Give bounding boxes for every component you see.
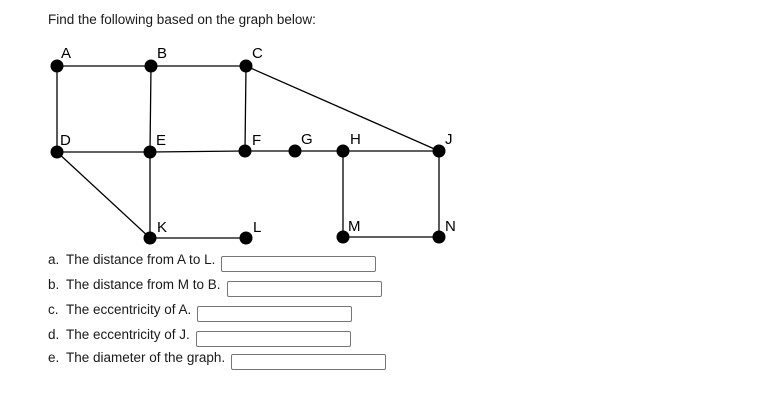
graph-edge-C-J [245,65,440,152]
graph-node-label-G: G [301,131,313,148]
graph-node-label-L: L [253,219,261,236]
question-row-b: b. The distance from M to B. [48,277,382,297]
graph-node-label-A: A [61,45,71,62]
graph-node-N [432,230,446,244]
graph-node-L [239,231,253,245]
question-marker-e: e. [48,350,60,365]
graph-node-K [143,231,157,245]
question-marker-c: c. [48,302,59,317]
answer-input-b[interactable] [226,281,382,297]
graph-node-label-H: H [350,131,361,148]
question-row-d: d. The eccentricity of J. [48,327,351,347]
graph-node-B [144,59,158,73]
graph-node-F [238,144,252,158]
graph-node-label-M: M [348,218,361,235]
graph-node-E [143,145,157,159]
answer-input-c[interactable] [197,306,353,322]
question-marker-b: b. [48,277,60,292]
graph-node-G [288,144,302,158]
question-label-a: The distance from A to L. [66,252,216,267]
graph-node-C [239,59,253,73]
graph-node-label-N: N [445,218,456,235]
question-marker-a: a. [48,252,60,267]
graph-node-label-K: K [157,219,167,236]
answer-input-a[interactable] [221,256,377,272]
graph-node-label-B: B [157,45,167,62]
graph-node-label-J: J [445,131,453,148]
graph-node-M [336,230,350,244]
question-label-c: The eccentricity of A. [66,302,192,317]
question-label-d: The eccentricity of J. [66,327,190,342]
question-row-c: c. The eccentricity of A. [48,302,353,322]
graph-node-label-E: E [156,132,166,149]
question-row-e: e. The diameter of the graph. [48,350,387,370]
answer-input-d[interactable] [195,331,351,347]
graph-edge-D-K [56,151,151,239]
graph-node-label-F: F [252,132,261,149]
graph-node-label-C: C [252,45,263,62]
graph-node-A [50,59,64,73]
graph-node-D [50,145,64,159]
question-label-e: The diameter of the graph. [66,350,226,365]
page-title: Find the following based on the graph be… [48,12,316,27]
graph-edge-B-E [149,65,152,153]
graph-node-label-D: D [60,132,71,149]
question-label-b: The distance from M to B. [66,277,221,292]
graph-canvas: A B C D E F G H J K L M N [50,45,456,245]
answer-input-e[interactable] [231,354,387,370]
graph-node-H [336,144,350,158]
graph-edge-C-F [244,65,247,152]
graph-edge-E-F [149,150,246,153]
graph-node-J [432,144,446,158]
question-row-a: a. The distance from A to L. [48,252,377,272]
question-marker-d: d. [48,327,60,342]
